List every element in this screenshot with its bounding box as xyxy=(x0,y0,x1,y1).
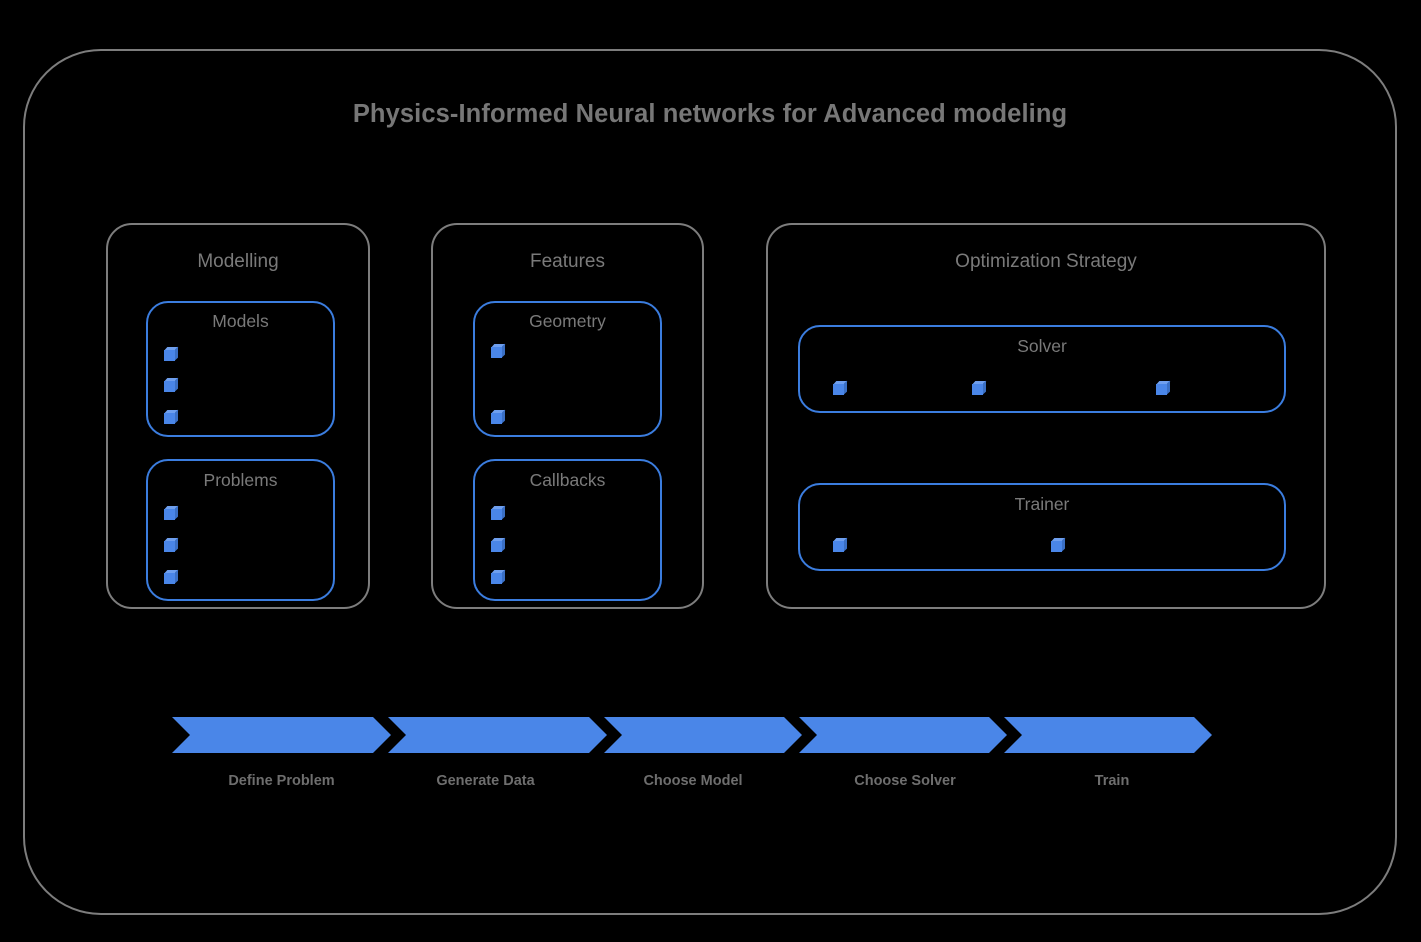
blue-box-callbacks[interactable]: Callbacks xyxy=(473,459,662,601)
blue-box-title-trainer: Trainer xyxy=(1014,494,1070,514)
blue-box-title-models: Models xyxy=(212,311,269,331)
process-step-arrow-4[interactable] xyxy=(799,717,1007,753)
cube-bullet-icon xyxy=(491,347,502,358)
cube-bullet-icon xyxy=(164,413,175,424)
blue-box-solver[interactable]: Solver xyxy=(798,325,1286,413)
process-step-arrow-1[interactable] xyxy=(172,717,391,753)
blue-box-title-geometry: Geometry xyxy=(529,311,606,331)
cube-bullet-icon xyxy=(1156,384,1167,395)
cube-bullet-icon xyxy=(164,573,175,584)
group-title-features: Features xyxy=(530,251,605,272)
cube-bullet-icon xyxy=(491,413,502,424)
blue-box-title-problems: Problems xyxy=(203,470,278,490)
blue-box-geometry[interactable]: Geometry xyxy=(473,301,662,437)
blue-box-title-solver: Solver xyxy=(1017,336,1067,356)
group-title-optimization-strategy: Optimization Strategy xyxy=(955,251,1137,272)
cube-bullet-icon xyxy=(491,573,502,584)
cube-bullet-icon xyxy=(833,541,844,552)
outer-frame xyxy=(23,49,1397,915)
blue-box-title-callbacks: Callbacks xyxy=(529,470,606,490)
group-panel-features: Features xyxy=(431,223,704,609)
process-step-arrow-5[interactable] xyxy=(1004,717,1212,753)
blue-box-trainer[interactable]: Trainer xyxy=(798,483,1286,571)
group-panel-optimization-strategy: Optimization Strategy xyxy=(766,223,1326,609)
process-step-label-4: Choose Solver xyxy=(854,773,956,789)
cube-bullet-icon xyxy=(164,381,175,392)
cube-bullet-icon xyxy=(972,384,983,395)
cube-bullet-icon xyxy=(491,509,502,520)
process-step-arrow-3[interactable] xyxy=(604,717,802,753)
cube-bullet-icon xyxy=(164,350,175,361)
cube-bullet-icon xyxy=(491,541,502,552)
process-step-label-1: Define Problem xyxy=(228,773,335,789)
cube-bullet-icon xyxy=(164,541,175,552)
cube-bullet-icon xyxy=(164,509,175,520)
page-title: Physics-Informed Neural networks for Adv… xyxy=(352,100,1068,128)
cube-bullet-icon xyxy=(1051,541,1062,552)
group-panel-modelling: Modelling xyxy=(106,223,370,609)
process-step-arrow-2[interactable] xyxy=(388,717,607,753)
process-step-label-3: Choose Model xyxy=(643,773,743,789)
process-step-label-5: Train xyxy=(1094,773,1130,789)
group-title-modelling: Modelling xyxy=(197,251,279,272)
process-step-label-2: Generate Data xyxy=(436,773,535,789)
blue-box-problems[interactable]: Problems xyxy=(146,459,335,601)
cube-bullet-icon xyxy=(833,384,844,395)
blue-box-models[interactable]: Models xyxy=(146,301,335,437)
